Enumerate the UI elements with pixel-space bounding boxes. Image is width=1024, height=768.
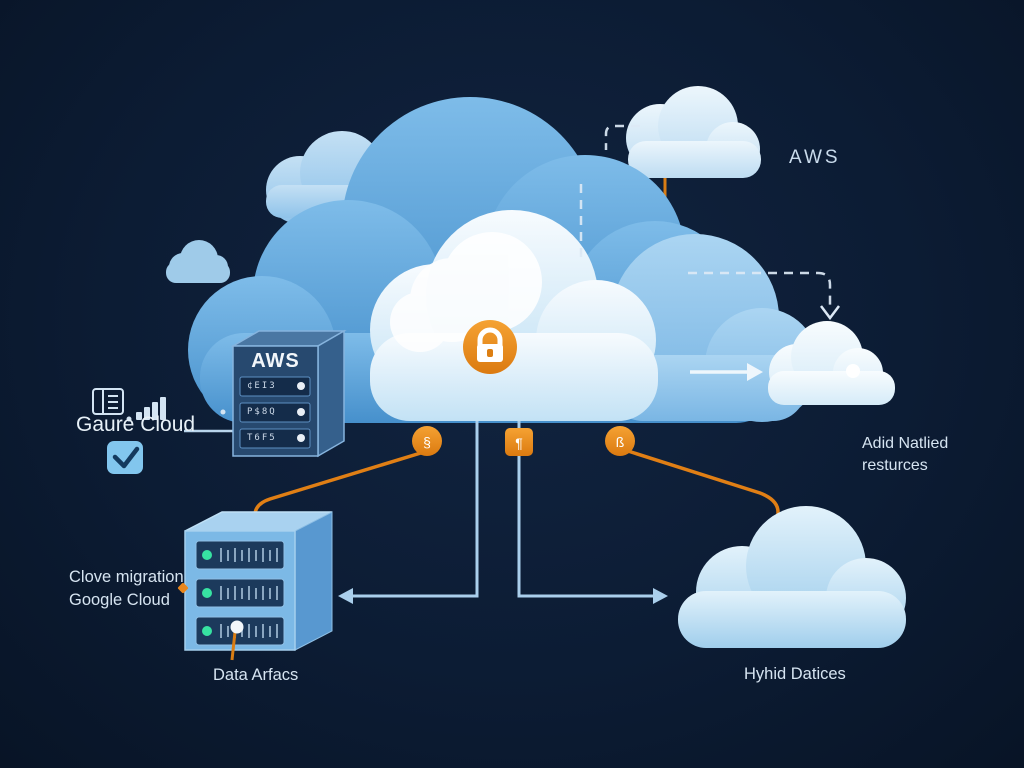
window-icon	[92, 388, 124, 415]
aws-server-title: AWS	[251, 350, 300, 372]
migration-line1: Clove migration	[69, 568, 184, 586]
hybrid-cloud	[678, 506, 906, 648]
migration-label: Clove migration Google Cloud	[69, 566, 184, 612]
aws-server-leds	[297, 382, 305, 442]
gaure-cloud-icons	[92, 388, 226, 474]
data-artifacts-label: Data Arfacs	[213, 666, 299, 684]
server-cable-dot	[230, 620, 244, 634]
small-cloud-far-left	[166, 240, 230, 283]
migration-line2: Google Cloud	[69, 591, 170, 609]
dot-icon	[126, 416, 132, 422]
checkbox-icon	[107, 441, 143, 474]
badge-3-glyph: ß	[616, 434, 625, 450]
arrow-right-head	[653, 588, 668, 604]
small-cloud-top-center	[626, 86, 761, 178]
aws-server-slot-text: ¢EI3	[247, 381, 277, 391]
badge-1: §	[412, 426, 442, 456]
dot-icon	[220, 409, 226, 415]
add-resources-line2: resturces	[862, 457, 928, 474]
badge-3: ß	[605, 426, 635, 456]
connector-right-L	[517, 421, 656, 598]
connector-left-L	[350, 421, 479, 598]
arrow-left-head	[338, 588, 353, 604]
arrow-to-arc-cloud-head	[747, 363, 763, 381]
gaure-cloud-label: Gaure Cloud	[76, 413, 196, 436]
inner-cloud-highlight	[390, 232, 542, 352]
dashed-route	[579, 124, 832, 311]
add-resources-label: Adid Natlied resturces	[862, 433, 948, 477]
onprem-server-leds	[202, 550, 212, 636]
aws-server-slot-text: T6F5	[247, 433, 277, 443]
aws-server-slots	[239, 376, 311, 449]
badge-2: ¶	[505, 428, 533, 456]
onprem-server-rack	[184, 511, 333, 661]
aws-server-rack	[230, 329, 347, 458]
aws-server-slot-text: P$8Q	[247, 407, 277, 417]
arc-cloud	[768, 321, 895, 405]
hybrid-devices-label: Hyhid Datices	[744, 665, 846, 683]
migration-dot-icon	[177, 582, 189, 594]
badge-1-glyph: §	[423, 434, 431, 450]
badge-2-glyph: ¶	[515, 435, 523, 451]
lock-icon	[463, 320, 517, 374]
dashed-route-arrowhead	[820, 305, 840, 321]
signal-bars-icon	[136, 397, 166, 420]
add-resources-line1: Adid Natlied	[862, 435, 949, 452]
cloud-dot	[846, 364, 860, 378]
orange-connector-right	[627, 449, 780, 532]
aws-top-label: AWS	[789, 147, 841, 168]
server-cable	[230, 631, 237, 661]
